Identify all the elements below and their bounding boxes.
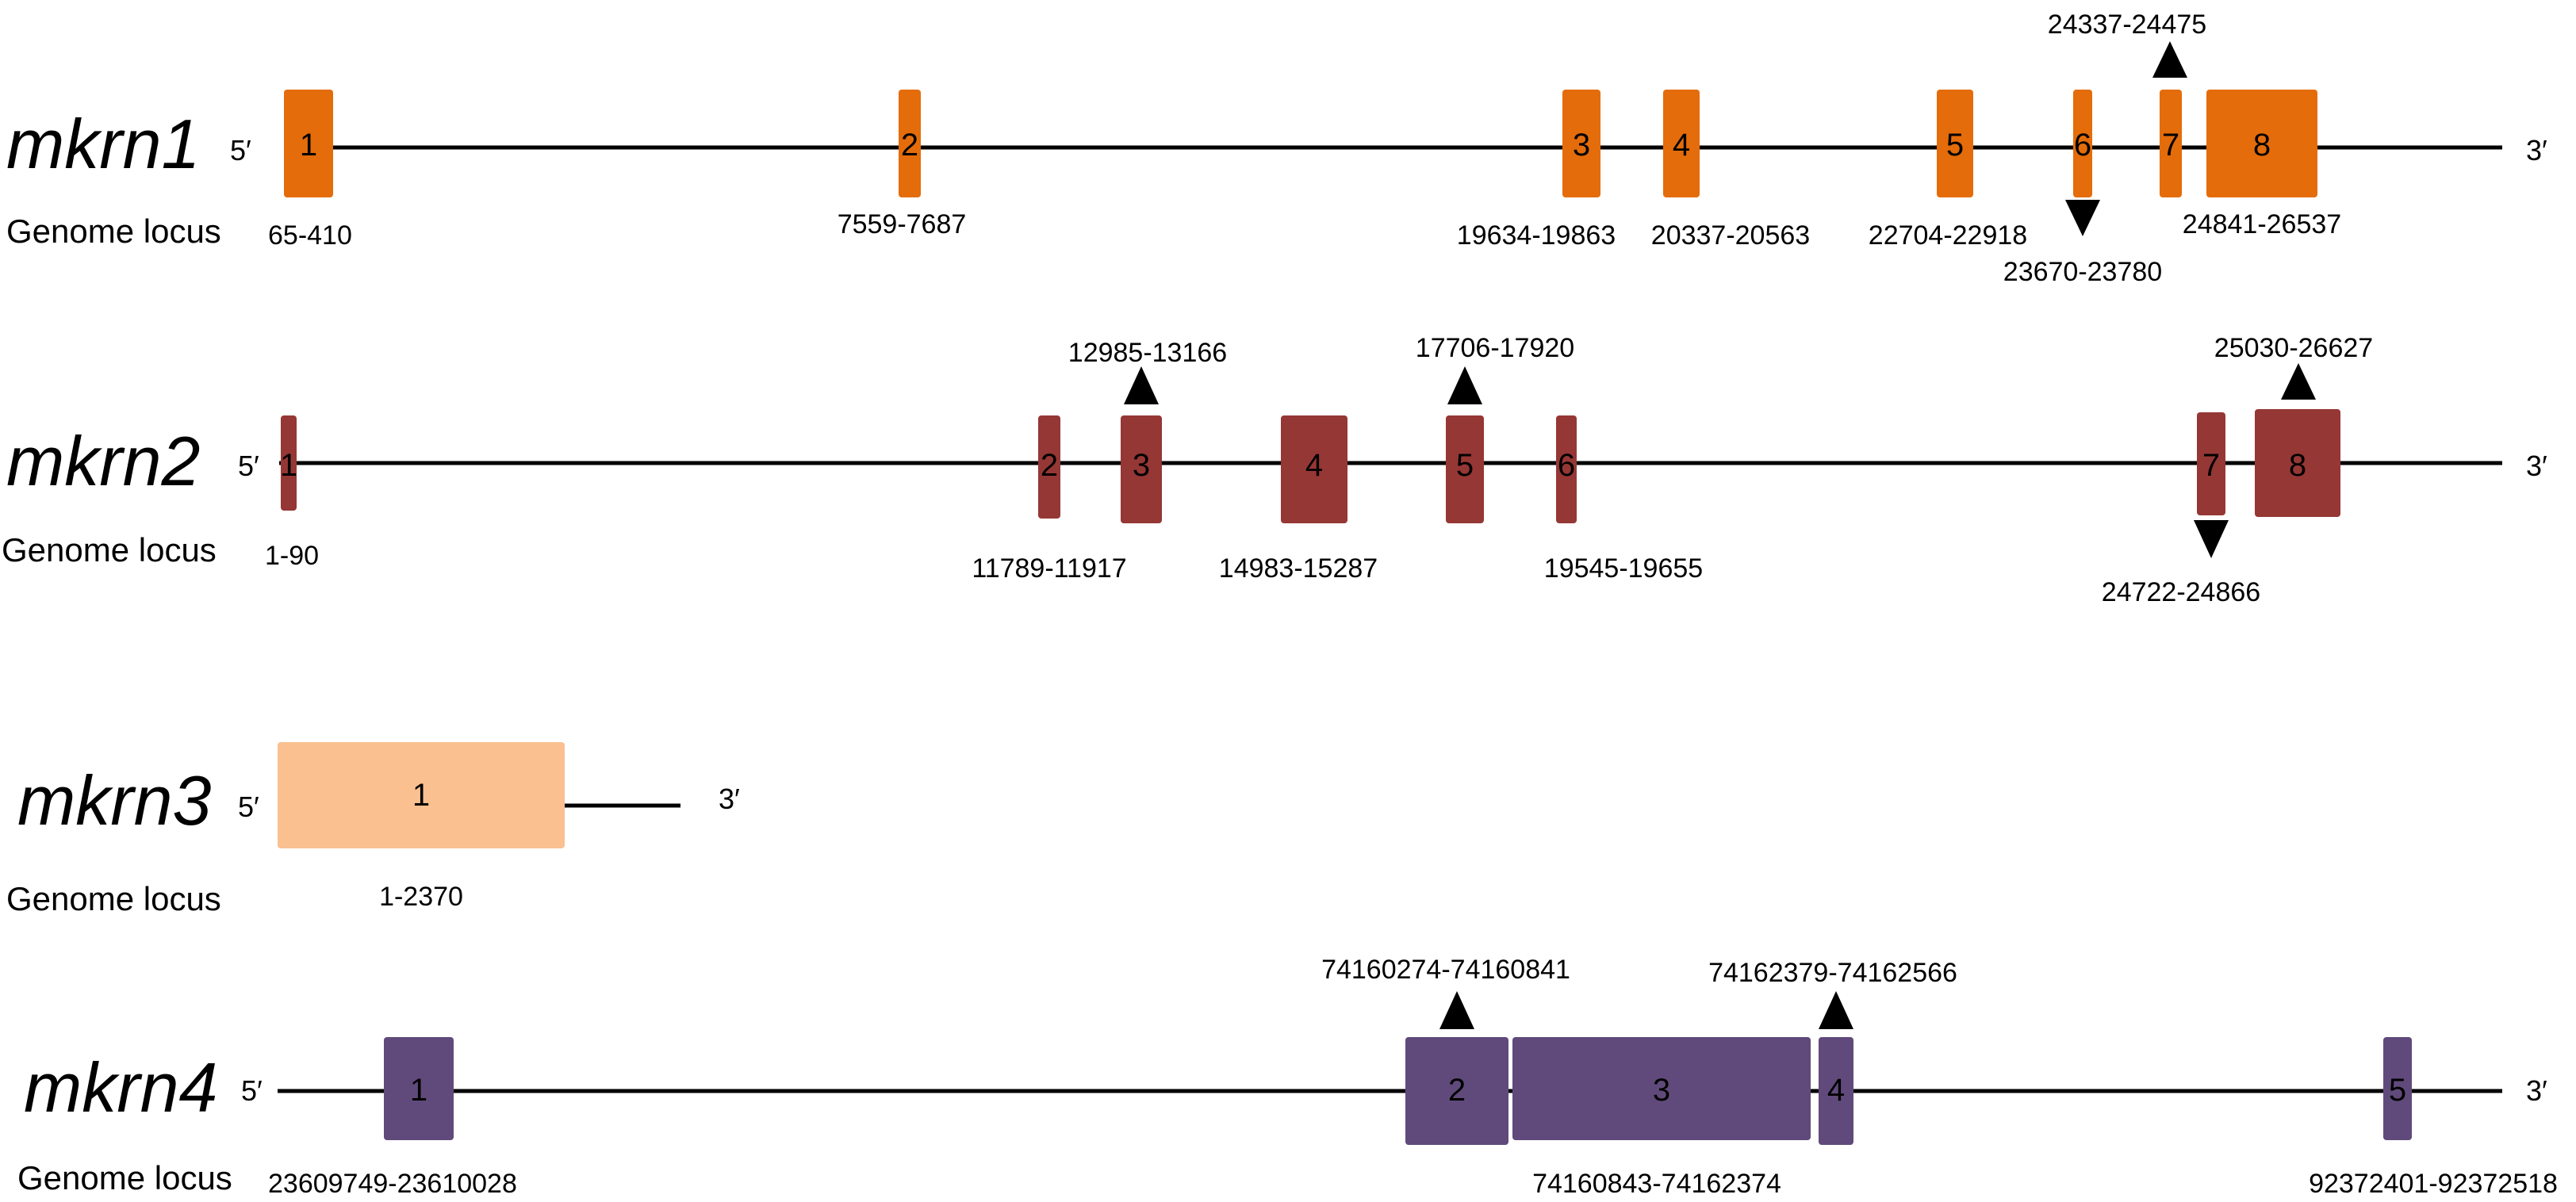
gene-row-mkrn3: mkrn3 Genome locus 5′ 3′ 1 1-2370 (6, 742, 740, 917)
exon-number: 6 (2074, 128, 2091, 163)
exon-number: 7 (2202, 448, 2220, 483)
three-prime-label: 3′ (719, 783, 740, 815)
arrow-up-icon (1439, 991, 1474, 1029)
exon-box (1038, 415, 1060, 519)
three-prime-label: 3′ (2526, 1074, 2547, 1107)
exon-locus: 7559-7687 (838, 209, 967, 239)
three-prime-label: 3′ (2526, 450, 2547, 482)
exon-locus: 1-90 (265, 541, 319, 571)
exon-locus: 17706-17920 (1416, 333, 1574, 363)
exon-locus: 92372401-92372518 (2309, 1169, 2558, 1199)
arrow-up-icon (2152, 41, 2187, 78)
exon-locus: 24722-24866 (2102, 577, 2260, 607)
exon-number: 1 (300, 128, 317, 163)
gene-name: mkrn1 (6, 105, 201, 183)
exon-box (1281, 415, 1347, 523)
genome-locus-label: Genome locus (17, 1159, 232, 1196)
exon-box (278, 742, 565, 848)
exon-box (2206, 90, 2317, 197)
arrow-up-icon (1819, 991, 1853, 1029)
gene-row-mkrn1: mkrn1 Genome locus 5′ 3′ 1 2 3 4 5 6 7 8… (6, 10, 2547, 287)
gene-row-mkrn4: mkrn4 Genome locus 5′ 3′ 1 2 3 4 5 23609… (17, 955, 2558, 1199)
exon-locus: 11789-11917 (972, 553, 1126, 584)
exon-locus: 24841-26537 (2183, 209, 2341, 239)
exon-locus: 19545-19655 (1544, 553, 1703, 584)
exon-locus: 74162379-74162566 (1708, 958, 1957, 988)
five-prime-label: 5′ (241, 1074, 263, 1107)
exon-box (1562, 90, 1600, 197)
exon-box (1405, 1037, 1508, 1145)
exon-number: 2 (1448, 1073, 1466, 1108)
exon-number: 5 (2389, 1073, 2406, 1108)
five-prime-label: 5′ (230, 134, 251, 167)
exon-locus: 19634-19863 (1457, 220, 1616, 251)
five-prime-label: 5′ (238, 450, 259, 482)
five-prime-label: 5′ (238, 790, 259, 823)
exon-box (1121, 415, 1162, 523)
exon-box (899, 90, 921, 197)
exon-box (1446, 415, 1484, 523)
exon-number: 4 (1827, 1073, 1845, 1108)
exon-locus: 14983-15287 (1219, 553, 1378, 584)
exon-box (1819, 1037, 1853, 1145)
arrow-up-icon (2281, 363, 2316, 400)
gene-name: mkrn4 (24, 1048, 218, 1127)
exon-box (2160, 90, 2182, 197)
gene-name: mkrn2 (6, 422, 201, 500)
exon-number: 4 (1305, 448, 1323, 483)
exon-number: 1 (280, 448, 297, 483)
exon-locus: 74160274-74160841 (1321, 955, 1570, 985)
arrow-down-icon (2194, 520, 2229, 558)
exon-number: 5 (1456, 448, 1474, 483)
exon-box (281, 415, 297, 511)
exon-box (1556, 415, 1577, 523)
genome-locus-label: Genome locus (6, 880, 221, 917)
three-prime-label: 3′ (2526, 134, 2547, 167)
exon-locus: 74160843-74162374 (1532, 1169, 1781, 1199)
exon-box (1663, 90, 1700, 197)
exon-locus: 24337-24475 (2048, 10, 2206, 40)
exon-number: 3 (1133, 448, 1150, 483)
exon-locus: 23609749-23610028 (268, 1169, 517, 1199)
arrow-up-icon (1124, 366, 1159, 404)
gene-name: mkrn3 (17, 761, 212, 840)
exon-number: 7 (2162, 128, 2179, 163)
exon-box (384, 1037, 454, 1140)
exon-locus: 25030-26627 (2214, 333, 2373, 363)
exon-box (1937, 90, 1973, 197)
exon-box (2383, 1037, 2412, 1140)
exon-box (2073, 90, 2092, 197)
exon-number: 2 (901, 128, 918, 163)
exon-locus: 65-410 (268, 220, 352, 251)
genome-locus-label: Genome locus (2, 531, 217, 568)
exon-locus: 1-2370 (379, 882, 463, 912)
exon-number: 8 (2253, 128, 2271, 163)
exon-box (284, 90, 333, 197)
gene-row-mkrn2: mkrn2 Genome locus 5′ 3′ 1 2 3 4 5 6 7 8… (2, 333, 2547, 607)
exon-locus: 12985-13166 (1068, 338, 1227, 368)
exon-number: 3 (1573, 128, 1590, 163)
arrow-down-icon (2065, 200, 2100, 236)
exon-number: 8 (2289, 448, 2306, 483)
exon-number: 1 (410, 1073, 427, 1108)
exon-locus: 22704-22918 (1869, 220, 2027, 251)
exon-number: 5 (1946, 128, 1964, 163)
exon-locus: 20337-20563 (1651, 220, 1810, 251)
exon-box (2197, 412, 2225, 515)
genome-locus-label: Genome locus (6, 212, 221, 250)
exon-number: 1 (412, 778, 430, 813)
exon-number: 6 (1558, 448, 1575, 483)
exon-number: 3 (1653, 1073, 1670, 1108)
exon-box (1512, 1037, 1811, 1140)
exon-box (2255, 409, 2340, 517)
exon-number: 2 (1041, 448, 1058, 483)
exon-number: 4 (1673, 128, 1690, 163)
arrow-up-icon (1447, 366, 1482, 404)
exon-locus: 23670-23780 (2003, 257, 2162, 287)
